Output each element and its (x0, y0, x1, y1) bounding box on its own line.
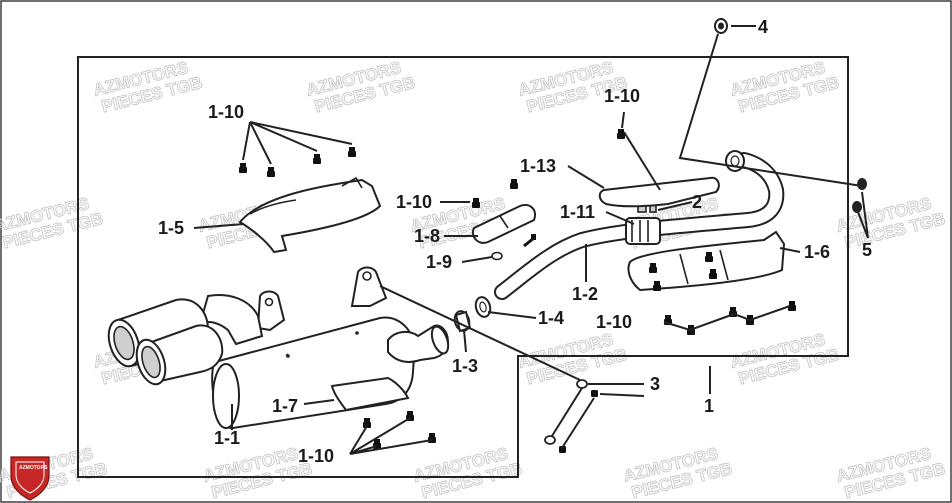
callout-label[interactable]: 1-9 (426, 252, 452, 272)
watermark: AZMOTORS PIECES TGB (0, 194, 106, 253)
watermark: AZMOTORS PIECES TGB (91, 58, 205, 117)
nut-4-upper (857, 178, 867, 190)
assembly-boundary (77, 56, 849, 478)
callout-label[interactable]: 1-6 (804, 242, 830, 262)
bolt-group-right (649, 252, 796, 335)
watermark: AZMOTORS PIECES TGB (621, 444, 735, 503)
callout-label[interactable]: 1-8 (414, 226, 440, 246)
bolt-5-lower (559, 446, 566, 453)
callout-labels: 1-10 1-5 1-10 1-8 1-9 1-13 1-11 2 1-10 1… (158, 17, 872, 466)
bolt-group-upper (239, 147, 356, 177)
washer-2-lower (544, 435, 556, 445)
bolt-group-mid (472, 179, 518, 208)
gasket-ring[interactable] (474, 296, 493, 319)
bolt (510, 179, 518, 189)
watermark: AZMOTORS PIECES TGB (304, 58, 418, 117)
watermark: AZMOTORS PIECES TGB (834, 444, 948, 503)
watermark: AZMOTORS PIECES TGB (728, 330, 842, 389)
callout-label[interactable]: 1-2 (572, 284, 598, 304)
watermark-layer: AZMOTORS PIECES TGB AZMOTORS PIECES TGB … (0, 58, 948, 503)
bolt (239, 163, 247, 173)
callout-label[interactable]: 3 (650, 374, 660, 394)
callout-label[interactable]: 1-10 (596, 312, 632, 332)
callout-label[interactable]: 1-10 (298, 446, 334, 466)
callout-label[interactable]: 1-11 (560, 202, 595, 222)
muffler-body[interactable] (211, 266, 416, 430)
header-heat-shield[interactable] (598, 176, 720, 208)
washer-2 (576, 379, 588, 389)
header-pipe[interactable] (494, 150, 785, 300)
muffler-inlet-bend[interactable] (387, 324, 451, 363)
heat-shield-lower[interactable] (330, 376, 410, 412)
bolt (709, 269, 717, 279)
callout-label[interactable]: 1 (704, 396, 714, 416)
bolt (617, 129, 625, 139)
bolt-1-10-top-right (617, 129, 625, 139)
bolt (428, 433, 436, 443)
callout-label[interactable]: 1-10 (208, 102, 244, 122)
bolt (313, 154, 321, 164)
bolt-group-lower (363, 411, 436, 449)
watermark: AZMOTORS PIECES TGB (834, 194, 948, 253)
callout-label[interactable]: 1-1 (214, 428, 240, 448)
callout-label[interactable]: 1-10 (396, 192, 432, 212)
bolt-5 (591, 390, 598, 397)
callout-label[interactable]: 5 (862, 240, 872, 260)
callout-label[interactable]: 1-7 (272, 396, 298, 416)
callout-label[interactable]: 1-13 (520, 156, 556, 176)
bolt (348, 147, 356, 157)
nut-3 (714, 18, 728, 34)
callout-label[interactable]: 1-5 (158, 218, 184, 238)
bolt (746, 315, 754, 325)
bolt (649, 263, 657, 273)
logo-text: AZMOTORS (19, 465, 48, 471)
callout-label[interactable]: 2 (692, 192, 702, 212)
heat-shield-upper[interactable] (238, 176, 382, 254)
bolt-1-8 (523, 234, 536, 248)
callout-label[interactable]: 1-10 (604, 86, 640, 106)
watermark: AZMOTORS PIECES TGB (728, 58, 842, 117)
bolt (472, 198, 480, 208)
callout-label[interactable]: 4 (758, 17, 768, 37)
nut-4-lower (852, 201, 862, 213)
twin-outlet-tubes[interactable] (103, 294, 264, 388)
brand-logo: AZMOTORS (10, 456, 50, 501)
nut-1-9 (491, 251, 503, 261)
bolt (653, 281, 661, 291)
watermark: AZMOTORS PIECES TGB (411, 444, 525, 503)
bolt (267, 167, 275, 177)
leader-lines (193, 25, 869, 455)
bolt (363, 418, 371, 428)
callout-label[interactable]: 1-4 (538, 308, 564, 328)
bolt (705, 252, 713, 262)
callout-label[interactable]: 1-3 (452, 356, 478, 376)
